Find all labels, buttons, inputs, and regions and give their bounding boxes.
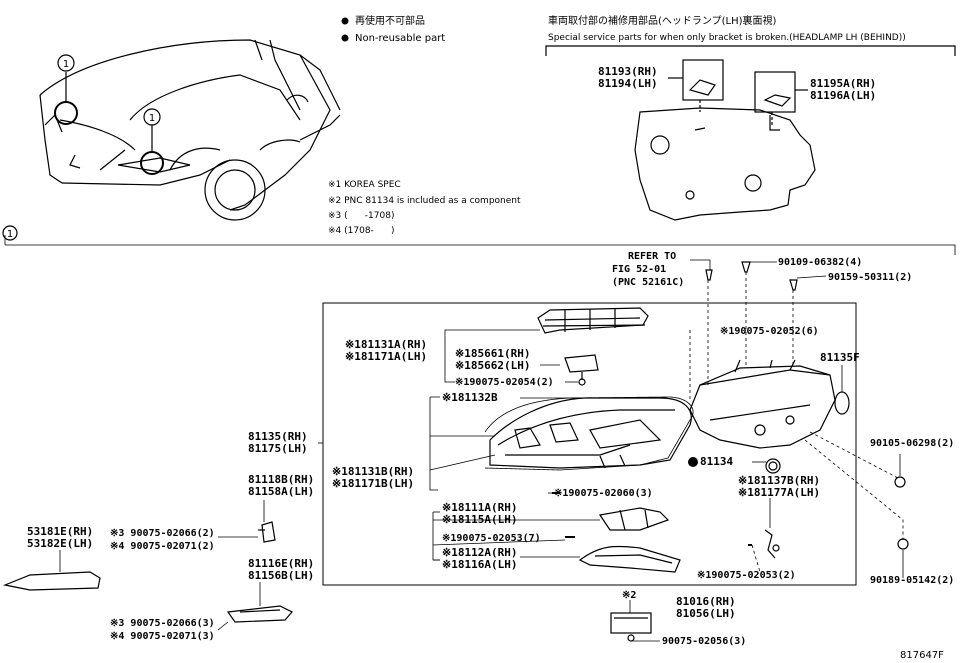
special-title-en: Special service parts for when only brac…: [548, 33, 906, 43]
label-4-90075-02071-3: ※4 90075-02071(3): [110, 631, 215, 642]
figure-code: 817647F: [900, 650, 944, 661]
legend-en: Non-reusable part: [355, 33, 446, 44]
label-2-mark: ※2: [622, 590, 637, 601]
label-81016-rh: 81016(RH): [676, 595, 736, 608]
label-81158a-lh: 81158A(LH): [248, 485, 315, 498]
label-8111a-rh: ※18111A(RH): [442, 501, 518, 514]
label-8115a-lh: ※18115A(LH): [442, 513, 518, 526]
label-53181e-rh: 53181E(RH): [27, 525, 94, 538]
label-81056-lh: 81056(LH): [676, 607, 736, 620]
headlamp-back-outline: [634, 107, 816, 221]
label-90159: 90159-50311(2): [828, 272, 913, 283]
label-53182e-lh: 53182E(LH): [27, 537, 94, 550]
label-85662-lh: ※185662(LH): [455, 359, 531, 372]
label-3-90075-02066: ※3 90075-02066(2): [110, 528, 215, 539]
note-4: ※4 (1708- ): [328, 226, 395, 236]
refer-line1: REFER TO: [628, 251, 677, 262]
headlamp-main-body: [489, 397, 692, 469]
label-81177a-lh: ※181177A(LH): [738, 486, 821, 499]
label-3-90075-02066-3: ※3 90075-02066(3): [110, 618, 215, 629]
label-81134: 81134: [700, 455, 734, 468]
label-4-90075-02071: ※4 90075-02071(2): [110, 541, 215, 552]
label-90075-02056: 90075-02056(3): [662, 636, 747, 647]
label-81194-lh: 81194(LH): [598, 77, 658, 90]
label-90075-02052: ※190075-02052(6): [720, 326, 819, 337]
car-front-illustration: [39, 39, 341, 221]
special-title-jp: 車両取付部の補修用部品(ヘッドランプ(LH)裏面視): [548, 16, 777, 27]
label-90105: 90105-06298(2): [870, 438, 955, 449]
label-81175-lh: 81175(LH): [248, 442, 308, 455]
note-2: ※2 PNC 81134 is included as a component: [328, 196, 521, 206]
label-81156b-lh: 81156B(LH): [248, 569, 315, 582]
label-85661-rh: ※185661(RH): [455, 347, 531, 360]
label-81131a-rh: ※181131A(RH): [345, 338, 428, 351]
callout-1-c: 1: [7, 229, 13, 240]
label-90075-02053-2: ※190075-02053(2): [697, 570, 796, 581]
label-81171b-lh: ※181171B(LH): [332, 477, 415, 490]
label-8112a-rh: ※18112A(RH): [442, 546, 518, 559]
lamp-top-housing: [537, 307, 649, 334]
label-81193-rh: 81193(RH): [598, 65, 658, 78]
note-1: ※1 KOREA SPEC: [328, 180, 401, 190]
refer-line2: FIG 52-01: [612, 264, 667, 275]
note-3: ※3 ( -1708): [328, 211, 395, 221]
rear-housing: [689, 359, 836, 449]
label-90189: 90189-05142(2): [870, 575, 955, 586]
label-81116e-rh: 81116E(RH): [248, 557, 315, 570]
label-81137b-rh: ※181137B(RH): [738, 474, 821, 487]
label-90075-02060: ※190075-02060(3): [554, 488, 653, 499]
label-81195a-rh: 81195A(RH): [810, 77, 877, 90]
label-90109: 90109-06382(4): [778, 257, 863, 268]
label-8116a-lh: ※18116A(LH): [442, 558, 518, 571]
label-81196a-lh: 81196A(LH): [810, 89, 877, 102]
label-81135-rh: 81135(RH): [248, 430, 308, 443]
refer-line3: (PNC 52161C): [612, 277, 685, 288]
label-81135f: 81135F: [820, 351, 860, 364]
callout-1-a: 1: [63, 59, 69, 70]
label-90075-02053-7: ※190075-02053(7): [442, 533, 541, 544]
label-81118b-rh: 81118B(RH): [248, 473, 315, 486]
nonreusable-dot: [688, 457, 698, 467]
label-81131b-rh: ※181131B(RH): [332, 465, 415, 478]
label-81171a-lh: ※181171A(LH): [345, 350, 428, 363]
callout-1-b: 1: [149, 113, 155, 124]
legend-jp: 再使用不可部品: [355, 16, 425, 27]
label-90075-02054: ※190075-02054(2): [455, 377, 554, 388]
label-81132b: ※181132B: [442, 391, 498, 404]
